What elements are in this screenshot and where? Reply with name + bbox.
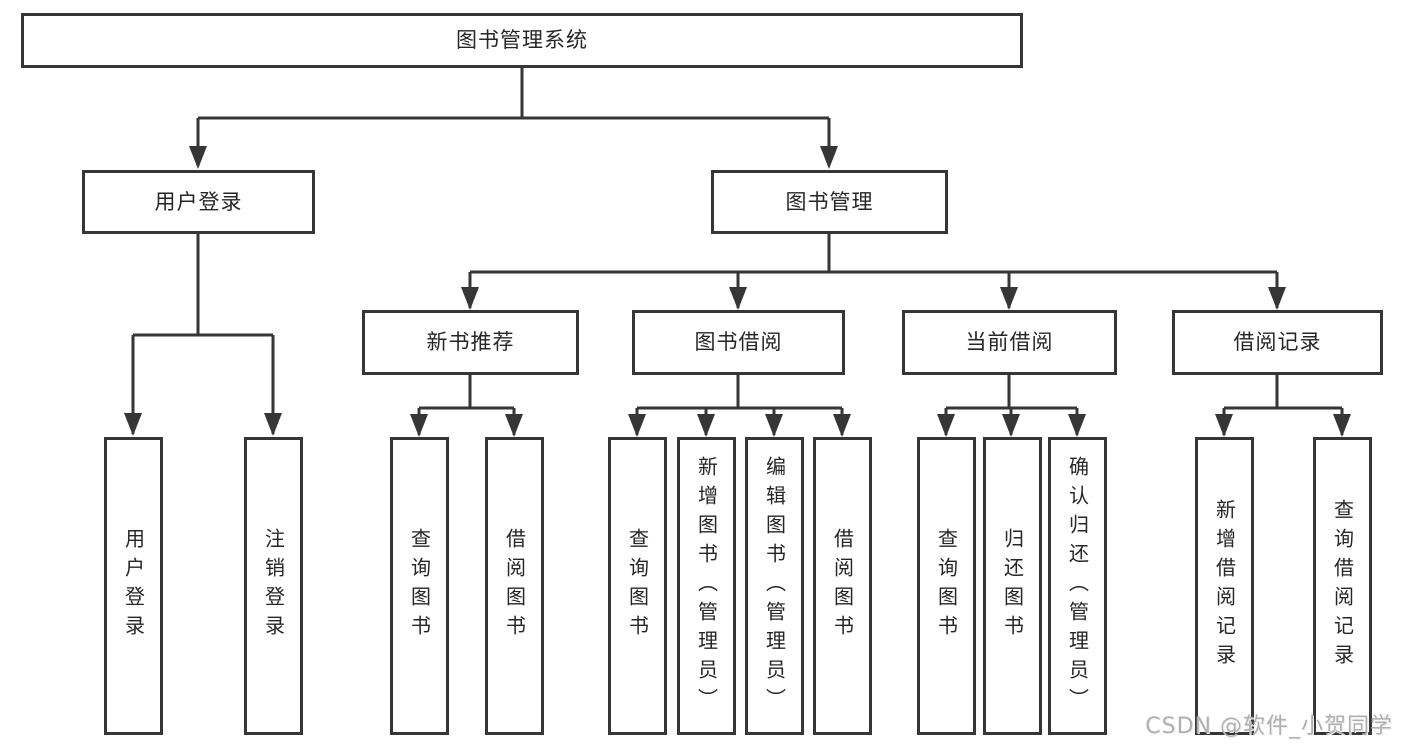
leaf-borrow-edit-book: 编辑图书（管理员） xyxy=(745,437,804,735)
node-new-book-recommend: 新书推荐 xyxy=(362,310,579,375)
node-borrow-records: 借阅记录 xyxy=(1172,310,1383,375)
node-user-login: 用户登录 xyxy=(82,170,315,234)
node-book-management: 图书管理 xyxy=(711,170,948,234)
leaf-logout: 注销登录 xyxy=(244,437,303,735)
node-current-borrow: 当前借阅 xyxy=(902,310,1117,375)
leaf-borrow-add-book: 新增图书（管理员） xyxy=(677,437,736,735)
leaf-borrow-query-book: 查询图书 xyxy=(608,437,667,735)
leaf-recommend-borrow-book: 借阅图书 xyxy=(485,437,544,735)
leaf-records-query-record: 查询借阅记录 xyxy=(1313,437,1372,735)
leaf-current-query-book: 查询图书 xyxy=(917,437,976,735)
leaf-recommend-query-book: 查询图书 xyxy=(390,437,449,735)
leaf-borrow-borrow-book: 借阅图书 xyxy=(813,437,872,735)
leaf-records-add-record: 新增借阅记录 xyxy=(1195,437,1254,735)
leaf-current-return-book: 归还图书 xyxy=(983,437,1042,735)
leaf-user-login: 用户登录 xyxy=(104,437,163,735)
node-book-borrow: 图书借阅 xyxy=(632,310,845,375)
leaf-current-confirm-return: 确认归还（管理员） xyxy=(1048,437,1107,735)
node-root: 图书管理系统 xyxy=(21,13,1023,68)
watermark: CSDN @软件_小贺同学 xyxy=(1145,714,1393,739)
